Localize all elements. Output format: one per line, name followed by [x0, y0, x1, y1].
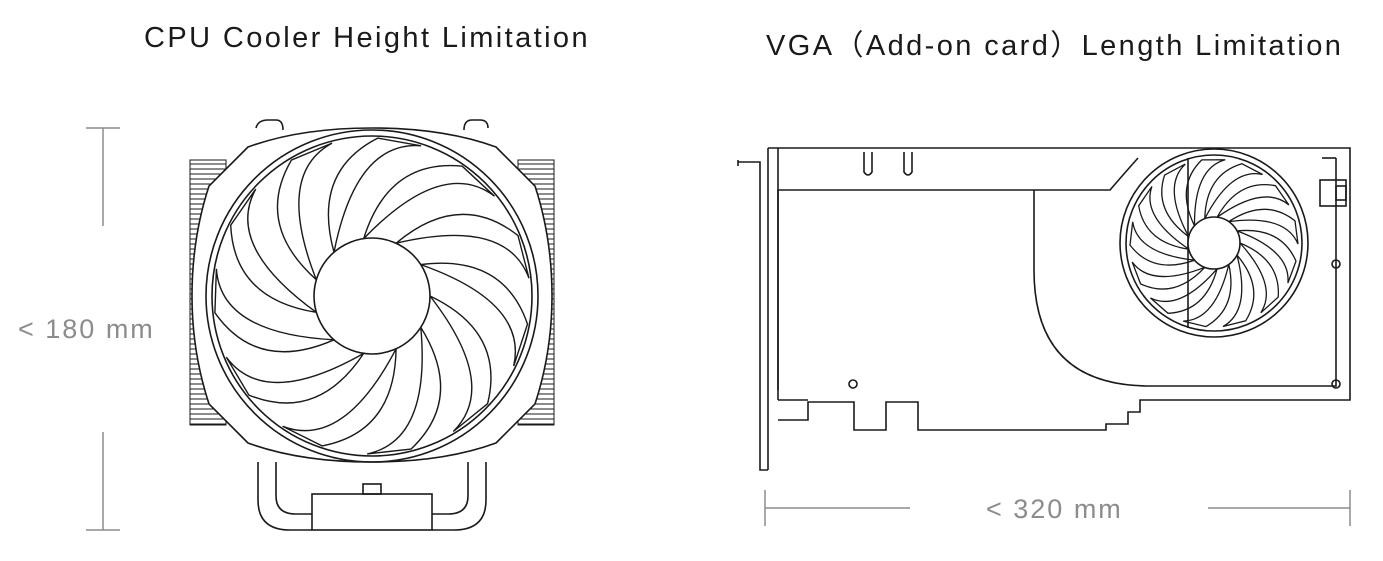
fan-blade — [363, 164, 495, 240]
fan-blade — [1161, 163, 1190, 238]
gpu-fan — [1119, 148, 1309, 338]
fan-blade — [1236, 229, 1297, 284]
power-connector — [1319, 179, 1347, 207]
gpu-fan-hub — [1187, 216, 1241, 270]
fan-blade — [225, 352, 365, 404]
cpu-height-dimension-label: < 180 mm — [18, 314, 155, 344]
bracket-slots — [863, 152, 913, 176]
fan-blade — [1131, 261, 1206, 290]
fan-blade — [1228, 208, 1299, 245]
fan-blade — [1138, 186, 1190, 250]
vga-card-title: VGA（Add-on card）Length Limitation — [766, 30, 1344, 62]
fan-blade — [1183, 264, 1232, 328]
fan-blade — [1222, 254, 1255, 328]
fan-blades — [214, 137, 530, 455]
fan-blade — [420, 262, 529, 367]
fan-blade — [327, 137, 422, 253]
fan-blade — [214, 268, 335, 353]
vga-card-drawing — [737, 147, 1351, 471]
heat-pipes-and-base — [257, 462, 487, 531]
cpu-cooler-drawing — [189, 119, 555, 531]
vga-length-dimension-label: < 320 mm — [986, 494, 1123, 524]
fan-blade — [395, 213, 530, 279]
fan-blade — [1185, 159, 1226, 227]
fan-blade — [229, 188, 317, 313]
fan-blade — [1239, 242, 1279, 314]
vga-length-dimension-line — [764, 490, 1351, 526]
fan-blade — [1149, 268, 1218, 314]
fan-blade — [367, 327, 442, 455]
pci-bracket — [737, 148, 779, 471]
fan-blade — [429, 295, 492, 433]
fan-hub — [313, 237, 431, 355]
cpu-height-dimension-line — [86, 127, 120, 531]
card-shroud — [777, 157, 1337, 390]
fan-blade — [276, 142, 333, 281]
fan-blade — [282, 348, 397, 447]
fan-blade — [1129, 221, 1195, 266]
pcb-outline — [768, 147, 1351, 431]
fan-blade — [1216, 184, 1290, 218]
cpu-cooler-title: CPU Cooler Height Limitation — [144, 22, 590, 54]
fan-blade — [1204, 163, 1263, 219]
